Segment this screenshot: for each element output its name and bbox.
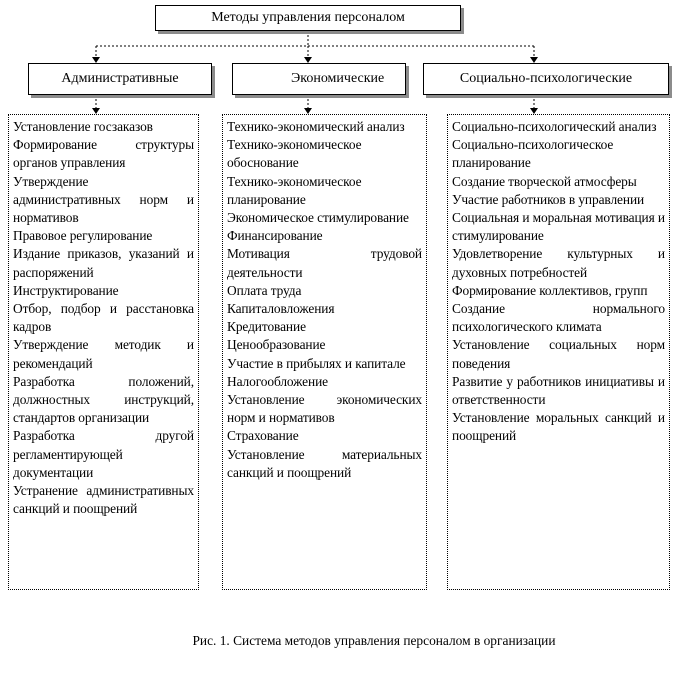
list-item: Инструктирование xyxy=(13,282,119,298)
list-item: Устранение административных санкций и по… xyxy=(13,483,194,517)
list-item: Технико-экономическое планирование xyxy=(227,173,362,207)
list-item: Социально-психологическое планирование xyxy=(452,137,614,171)
list-item: Налогообложение xyxy=(227,373,328,389)
list-item: Ценообразование xyxy=(227,337,326,353)
list-item: Издание приказов, указаний и распоряжени… xyxy=(13,246,194,280)
list-item: Социально-психологический анализ xyxy=(452,119,657,134)
list-item: Установление экономических норм и нормат… xyxy=(227,392,422,426)
list-item: Разработка другой регламентирующей докум… xyxy=(13,428,194,480)
list-item: Установление социальных норм поведения xyxy=(452,337,665,371)
list-item: Экономическое стимулирование xyxy=(227,210,409,226)
list-item: Финансирование xyxy=(227,228,323,244)
list-item: Формирование структуры органов управлени… xyxy=(13,137,194,171)
list-item: Отбор, подбор и расстановка кадров xyxy=(13,301,194,335)
category-economic-box: Экономические xyxy=(232,63,406,95)
list-item: Капиталовложения xyxy=(227,301,335,317)
list-item: Утверждение методик и рекомендаций xyxy=(13,337,194,371)
diagram-title-box: Методы управления персоналом xyxy=(155,5,461,31)
list-item: Создание нормального психологического кл… xyxy=(452,301,665,335)
list-item: Удовлетворение культурных и духовных пот… xyxy=(452,246,665,280)
category-economic-label: Экономические xyxy=(291,71,385,86)
list-item: Установление моральных санкций и поощрен… xyxy=(452,410,665,444)
category-administrative-label: Административные xyxy=(61,71,179,86)
category-sociopsychological-box: Социально-психологические xyxy=(423,63,669,95)
list-item: Кредитование xyxy=(227,319,306,335)
list-item: Развитие у работников инициативы и ответ… xyxy=(452,373,665,408)
diagram-title: Методы управления персоналом xyxy=(211,10,405,25)
list-item: Формирование коллективов, групп xyxy=(452,282,648,298)
figure-caption: Рис. 1. Система методов управления персо… xyxy=(192,633,556,648)
category-sociopsychological-label: Социально-психологические xyxy=(459,71,633,86)
list-item: Участие работников в управлении xyxy=(452,191,645,207)
list-item: Правовое регулирование xyxy=(13,228,153,244)
list-item: Страхование xyxy=(227,428,299,444)
list-item: Участие в прибылях и капитале xyxy=(227,355,406,371)
list-item: Оплата труда xyxy=(227,282,302,298)
list-item: Создание творческой атмосферы xyxy=(452,173,637,189)
list-item: Разработка положений, должностных инстру… xyxy=(13,373,194,426)
list-item: Социальная и моральная мотивация и стиму… xyxy=(452,210,665,244)
list-item: Мотивация трудовой деятельности xyxy=(227,246,422,280)
category-administrative-box: Административные xyxy=(28,63,212,95)
list-item: Установление материальных санкций и поощ… xyxy=(227,446,422,480)
list-item: Установление госзаказов xyxy=(13,119,153,134)
list-item: Технико-экономическое обоснование xyxy=(227,137,362,171)
list-item: Утверждение административных норм и норм… xyxy=(13,173,194,226)
list-item: Технико-экономический анализ xyxy=(227,119,405,134)
